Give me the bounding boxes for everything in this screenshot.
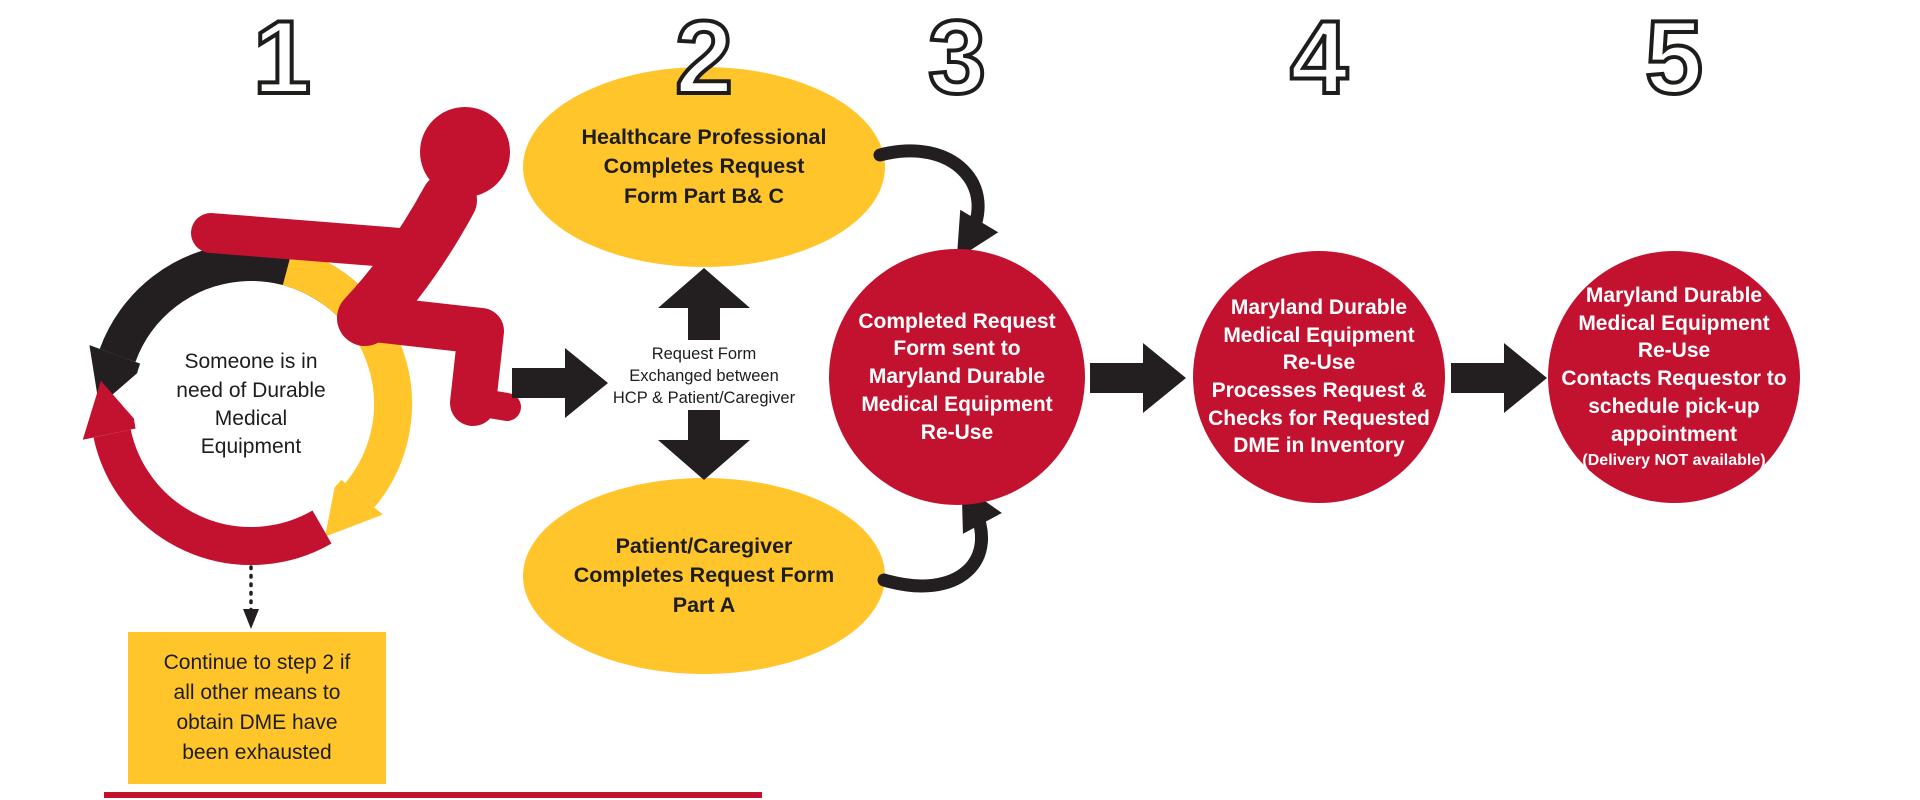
step5-circle: Maryland Durable Medical Equipment Re-Us… <box>1548 251 1800 503</box>
exchange-label: Request Form Exchanged between HCP & Pat… <box>612 345 796 407</box>
patient-ellipse-text: Patient/Caregiver Completes Request Form… <box>573 534 835 617</box>
dotted-arrow-icon <box>243 565 259 629</box>
step4-circle-text: Maryland Durable Medical Equipment Re-Us… <box>1208 295 1430 458</box>
step-number-3: 3 <box>926 0 988 116</box>
step1-note-box: Continue to step 2 if all other means to… <box>128 632 386 784</box>
patient-ellipse: Patient/Caregiver Completes Request Form… <box>523 478 885 674</box>
step-number-2: 2 <box>673 0 735 116</box>
step3-circle: Completed Request Form sent to Maryland … <box>829 249 1085 505</box>
hcp-ellipse: Healthcare Professional Completes Reques… <box>523 67 885 267</box>
arrow-up-icon <box>658 268 750 340</box>
step4-circle: Maryland Durable Medical Equipment Re-Us… <box>1193 251 1445 503</box>
step5-delivery-note: (Delivery NOT available) <box>1582 452 1766 470</box>
step1-circle-text: Someone is in need of Durable Medical Eq… <box>176 350 326 459</box>
arrow-down-icon <box>658 410 750 480</box>
step-number-4: 4 <box>1288 0 1350 116</box>
step-number-1: 1 <box>251 0 313 116</box>
arrow-step3-to-step4-icon <box>1090 343 1186 413</box>
curved-arrow-top-icon <box>873 144 999 260</box>
step3-circle-text: Completed Request Form sent to Maryland … <box>858 309 1056 444</box>
step5-circle-text: Maryland Durable Medical Equipment Re-Us… <box>1561 283 1787 446</box>
step-number-5: 5 <box>1643 0 1705 116</box>
arrow-step4-to-step5-icon <box>1451 343 1547 413</box>
hcp-ellipse-text: Healthcare Professional Completes Reques… <box>581 125 827 208</box>
bottom-red-stripe <box>104 792 762 798</box>
curved-arrow-bottom-icon <box>877 484 1002 593</box>
